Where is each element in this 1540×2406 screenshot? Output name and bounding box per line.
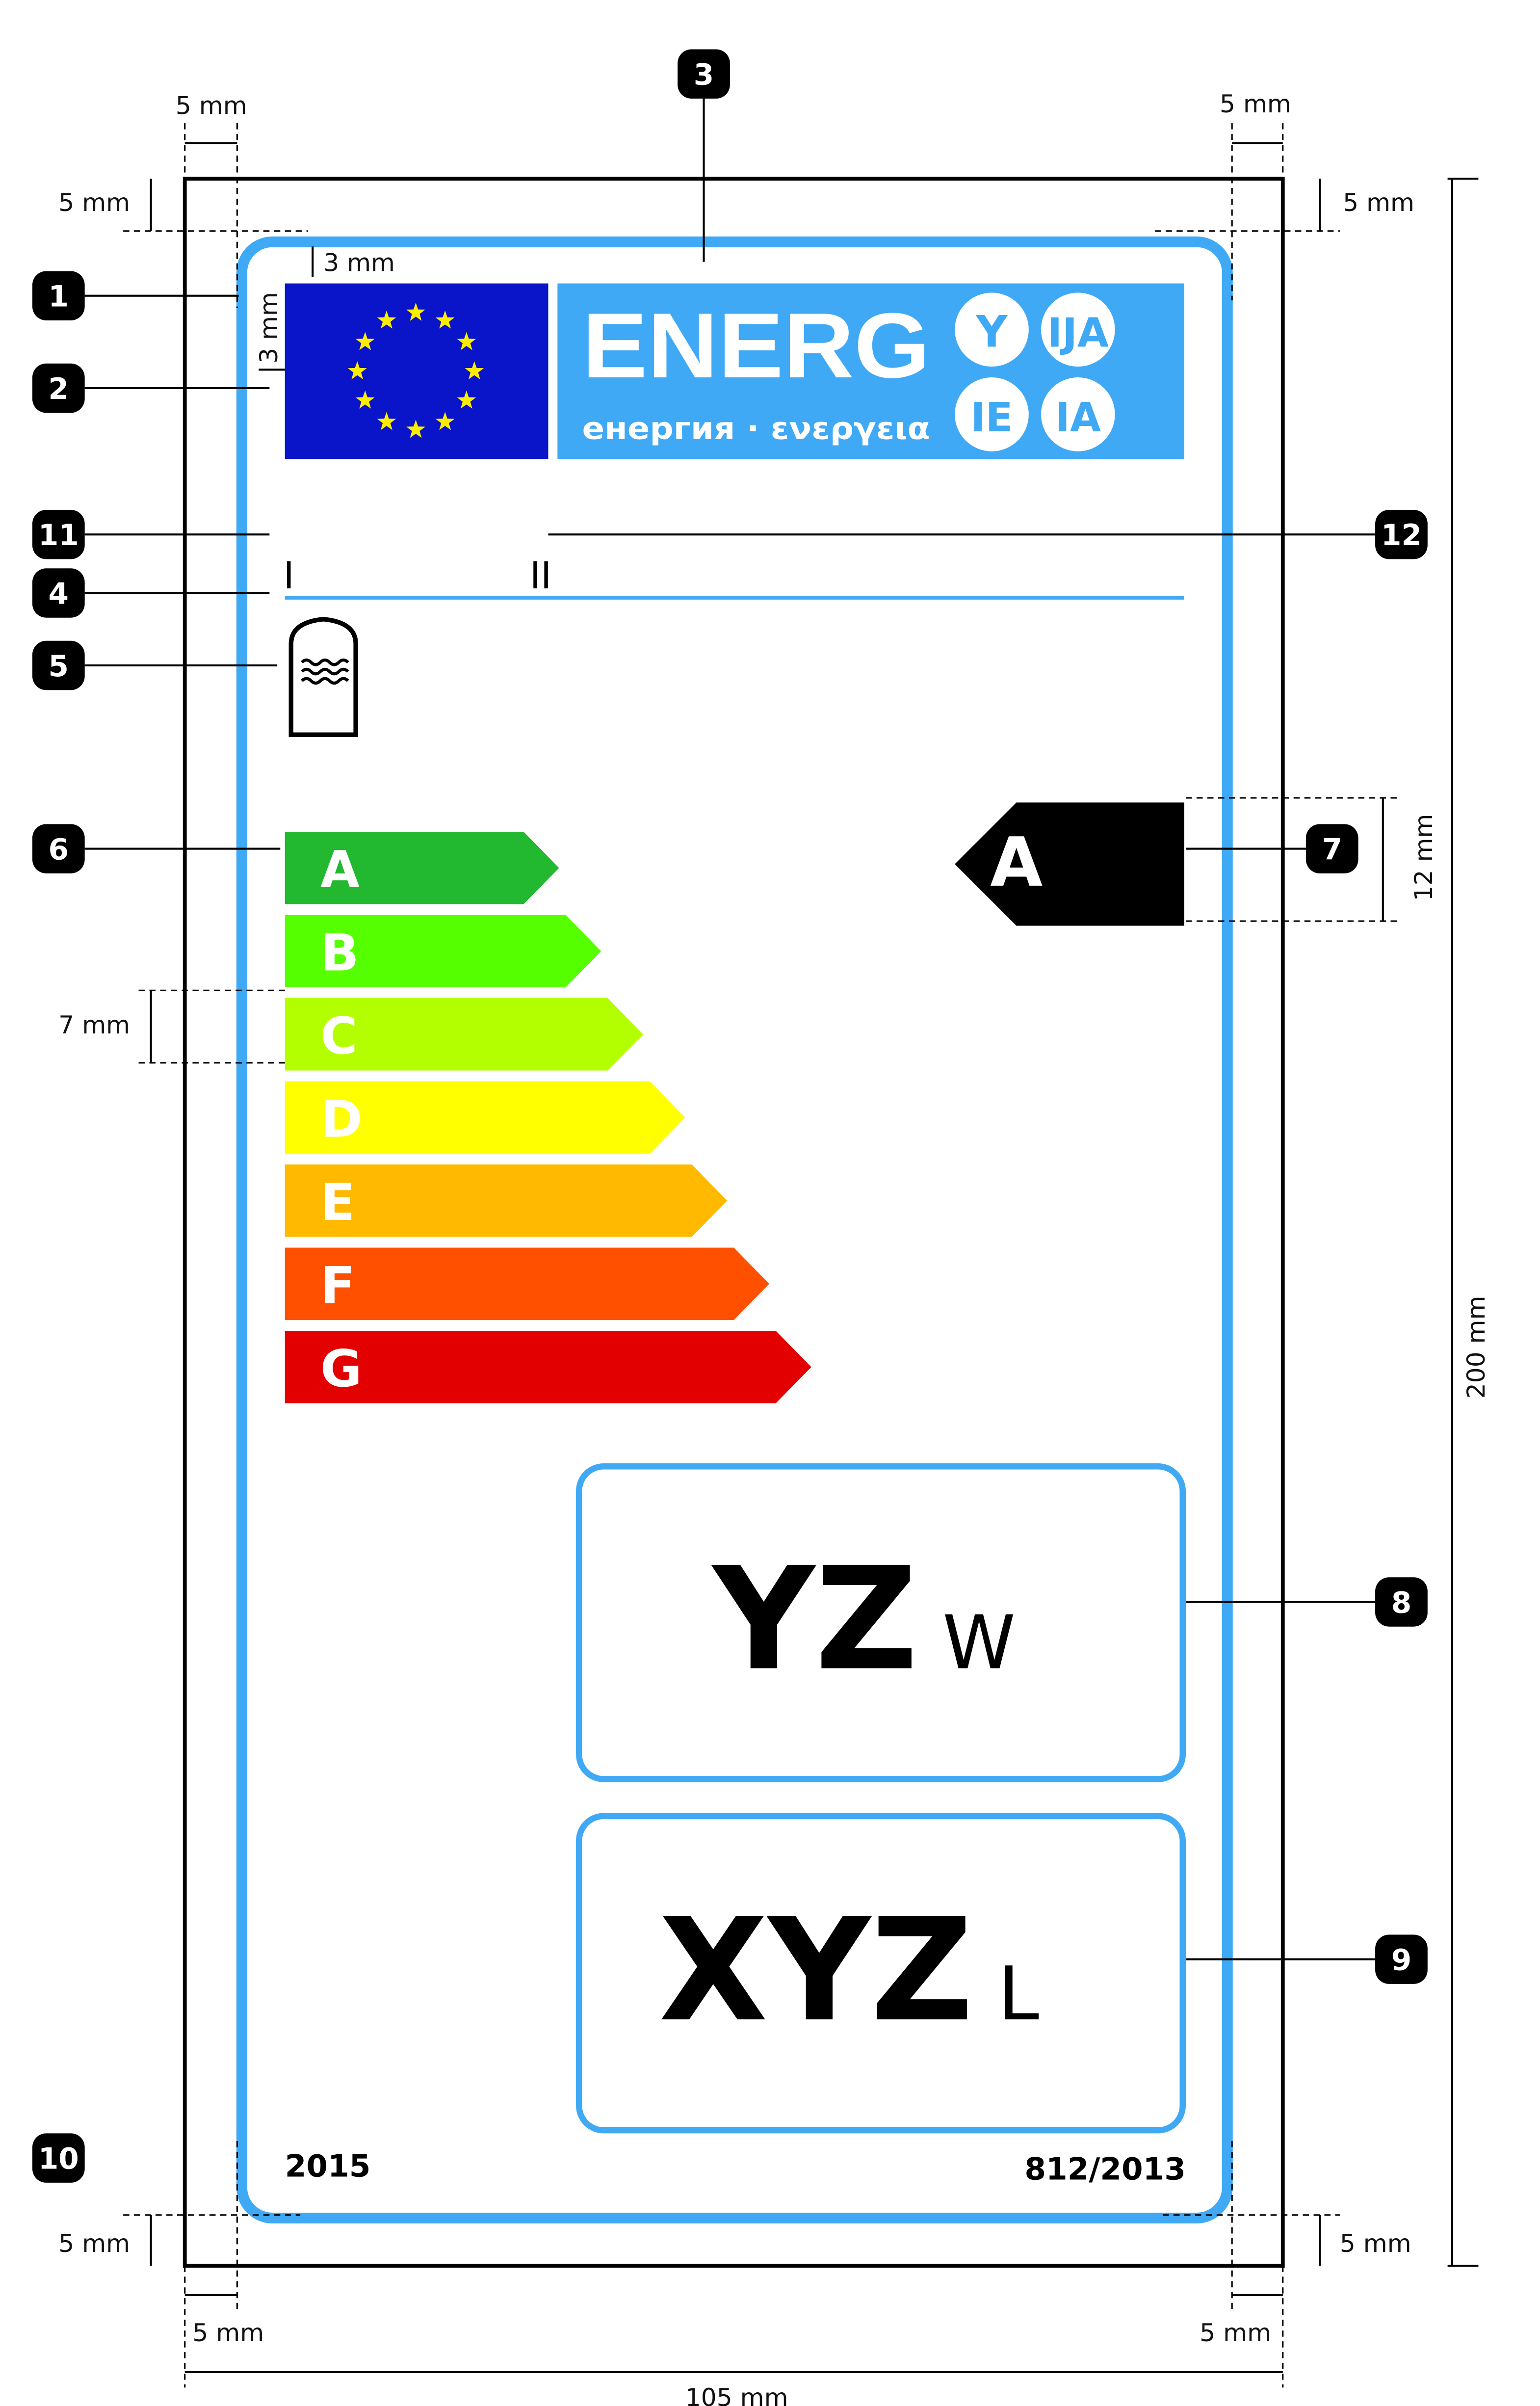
callout-10: 10 — [32, 2133, 85, 2183]
dim-bar-height: 7 mm — [58, 1010, 130, 1039]
dim-top-right-v: 5 mm — [1343, 188, 1414, 217]
dim-top-left-h: 5 mm — [176, 91, 247, 120]
callout-12: 12 — [1375, 509, 1428, 559]
callout-6: 6 — [32, 824, 85, 873]
storage-volume-unit: L — [998, 1951, 1039, 2037]
eu-star-icon — [457, 390, 476, 409]
energy-class-label: A — [320, 841, 360, 899]
logo-circle-ia: IA — [1055, 395, 1101, 441]
dim-top-left-v: 5 mm — [58, 188, 130, 217]
callout-3: 3 — [678, 49, 730, 99]
eu-star-icon — [406, 420, 426, 438]
energy-class-label: D — [320, 1090, 363, 1149]
eu-star-icon — [465, 361, 484, 380]
callout-number: 9 — [1391, 1944, 1412, 1978]
energy-class-bar-b — [285, 915, 601, 988]
energy-class-bar-d — [285, 1081, 685, 1154]
dim-logo-left: 3 mm — [254, 292, 283, 364]
footer-regulation: 812/2013 — [1024, 2151, 1186, 2187]
dimension-annotations: 5 mm 5 mm 5 mm 5 mm 3 mm 3 mm 7 mm 12 mm… — [58, 89, 1490, 2406]
callout-number: 1 — [49, 280, 69, 314]
callout-number: 4 — [49, 577, 69, 611]
energy-class-label: C — [320, 1007, 358, 1066]
callout-4: 4 — [32, 568, 85, 618]
dim-top-right-h: 5 mm — [1220, 89, 1291, 118]
callout-2: 2 — [32, 363, 85, 413]
callout-leaders — [84, 95, 1379, 1960]
dim-bottom-right-v: 5 mm — [1340, 2229, 1411, 2258]
energy-class-label: E — [320, 1173, 355, 1232]
logo-circle-y: Y — [976, 306, 1008, 357]
dim-logo-top: 3 mm — [323, 248, 395, 277]
eu-star-icon — [355, 332, 375, 350]
eu-star-icon — [457, 332, 476, 350]
callout-number: 6 — [49, 833, 69, 867]
energy-class-bar-c — [285, 998, 643, 1071]
standing-loss-box: YZ W — [575, 1463, 1186, 1782]
eu-star-icon — [406, 302, 426, 321]
energy-class-label: G — [320, 1340, 362, 1399]
logo-circle-ija: IJA — [1047, 310, 1109, 356]
energy-logo: ENERG енергия · ενεργεια Y IJA IE IA — [557, 283, 1184, 459]
callout-number: 7 — [1322, 833, 1342, 867]
callout-number: 8 — [1391, 1586, 1412, 1620]
logo-circle-ie: IE — [970, 395, 1013, 441]
logo-subtitle: енергия · ενεργεια — [582, 411, 930, 447]
callout-7: 7 — [1305, 824, 1358, 873]
energy-class-label: B — [320, 924, 359, 983]
eu-star-icon — [377, 310, 396, 329]
dim-label-height: 200 mm — [1462, 1296, 1490, 1399]
dim-label-width: 105 mm — [685, 2383, 788, 2406]
rating-arrow: A — [955, 802, 1184, 926]
callout-1: 1 — [32, 271, 85, 320]
dim-bottom-left-h: 5 mm — [192, 2318, 264, 2347]
energy-class-bar-e — [285, 1164, 728, 1237]
storage-volume-value: XYZ — [659, 1888, 973, 2053]
dim-arrow-height: 12 mm — [1409, 814, 1438, 901]
footer-year: 2015 — [285, 2148, 371, 2184]
standing-loss-value: YZ — [710, 1537, 918, 1702]
eu-star-icon — [347, 361, 367, 380]
callout-11: 11 — [32, 509, 85, 559]
energy-class-bar-f — [285, 1247, 769, 1321]
rating-class: A — [990, 823, 1043, 902]
dim-bottom-left-v: 5 mm — [58, 2229, 130, 2258]
callout-number: 3 — [694, 58, 714, 92]
callout-number: 11 — [38, 519, 79, 553]
logo-energ: ENERG — [582, 294, 930, 397]
dim-bottom-right-h: 5 mm — [1200, 2318, 1271, 2347]
label-outline — [183, 177, 1285, 2268]
callout-number: 12 — [1381, 519, 1422, 553]
callout-9: 9 — [1375, 1934, 1428, 1984]
eu-star-icon — [435, 310, 455, 329]
eu-star-icon — [377, 412, 396, 430]
model-marker: II — [530, 554, 551, 597]
callout-8: 8 — [1375, 1577, 1428, 1627]
eu-flag-icon — [285, 283, 548, 459]
eu-star-icon — [355, 390, 375, 409]
eu-star-icon — [435, 412, 455, 430]
energy-class-bar-g — [285, 1331, 811, 1403]
water-tank-icon — [288, 617, 358, 737]
callout-5: 5 — [32, 640, 85, 690]
energy-class-bar-a — [285, 832, 559, 904]
callout-number: 2 — [49, 372, 69, 406]
callout-number: 5 — [49, 650, 69, 684]
label-blue-frame — [236, 236, 1233, 2224]
supplier-name-marker: I — [284, 554, 294, 597]
standing-loss-unit: W — [942, 1599, 1016, 1686]
storage-volume-box: XYZ L — [575, 1813, 1186, 2134]
energy-class-label: F — [320, 1257, 355, 1316]
callout-number: 10 — [38, 2142, 79, 2176]
